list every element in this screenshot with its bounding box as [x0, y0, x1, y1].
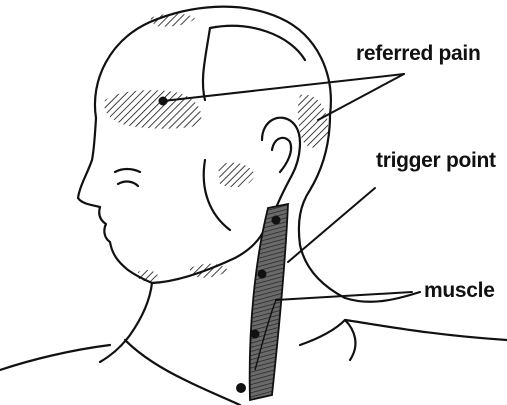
collar-right: [300, 320, 355, 360]
ear: [262, 118, 300, 208]
shoulder-line: [0, 345, 110, 370]
trigger-point-dot: [251, 330, 260, 339]
referred-pain-area-temple: [104, 90, 201, 129]
ear-inner: [272, 138, 291, 172]
leader-line-trigger-point: [288, 188, 375, 262]
eyebrow: [115, 169, 140, 172]
head-section-line: [210, 26, 305, 60]
referred-pain-label: referred pain: [356, 43, 480, 64]
referred-pain-area-jaw: [190, 264, 228, 278]
muscle-label: muscle: [424, 280, 495, 301]
head-section-line: [203, 28, 210, 100]
referred-pain-area-crown: [150, 14, 195, 27]
sternocleidomastoid-muscle: [250, 204, 288, 400]
front-neck: [100, 283, 152, 362]
trigger-point-dot: [272, 216, 281, 225]
face-profile: [78, 118, 152, 283]
collar-left: [125, 340, 240, 405]
trigger-point-dot: [236, 383, 246, 393]
eye: [118, 182, 138, 186]
shoulder-right: [345, 320, 507, 340]
referred-pain-area-back: [298, 95, 328, 148]
referred-pain-area-chin: [138, 270, 160, 282]
leader-line-referred-pain: [163, 74, 404, 101]
referred-pain-area-cheek: [218, 163, 255, 188]
trigger-point-label: trigger point: [376, 150, 496, 171]
trigger-point-dot: [258, 270, 267, 279]
